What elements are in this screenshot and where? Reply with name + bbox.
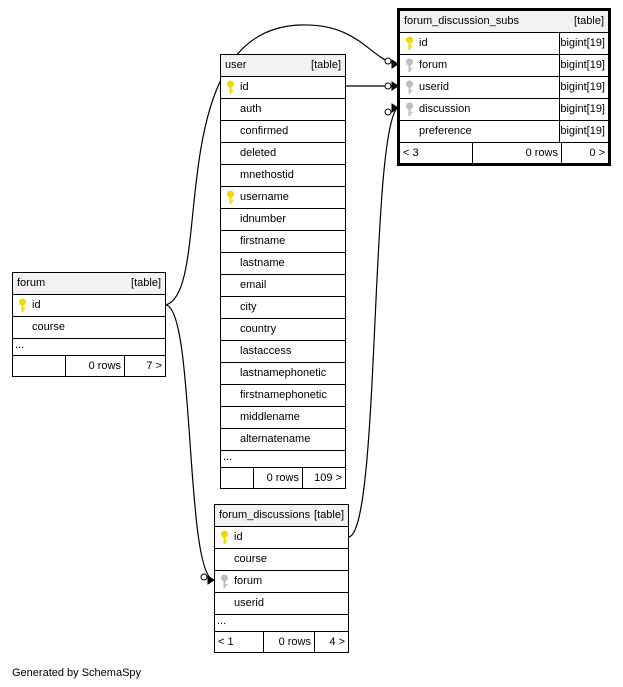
column-row[interactable]: forum — [215, 571, 348, 593]
column-row[interactable]: firstname — [221, 231, 345, 253]
column-row[interactable]: id — [13, 295, 165, 317]
column-row[interactable]: forum bigint[19] — [400, 55, 608, 77]
arrow-head — [207, 575, 215, 585]
link-end-circle — [200, 573, 208, 581]
link-forum-to-discussions-forum — [165, 304, 214, 581]
table-header: forum_discussion_subs [table] — [400, 11, 608, 33]
table-forum[interactable]: forum [table] id course ... 0 rows 7 > — [12, 272, 166, 377]
table-footer: 0 rows 109 > — [221, 468, 345, 488]
column-type: bigint[19] — [560, 59, 605, 71]
column-row[interactable]: course — [215, 549, 348, 571]
arrow-head — [391, 103, 399, 113]
table-kind: [table] — [314, 509, 344, 521]
row-count: 0 rows — [278, 636, 311, 648]
link-end-circle — [384, 108, 392, 116]
column-row[interactable]: mnethostid — [221, 165, 345, 187]
column-row[interactable]: discussion bigint[19] — [400, 99, 608, 121]
table-forum-discussions[interactable]: forum_discussions [table] id course foru… — [214, 504, 349, 653]
column-row[interactable]: id — [221, 77, 345, 99]
children-count[interactable]: 109 > — [314, 472, 342, 484]
table-header: forum [table] — [13, 273, 165, 295]
column-row[interactable]: middlename — [221, 407, 345, 429]
column-type: bigint[19] — [560, 103, 605, 115]
row-count: 0 rows — [266, 472, 299, 484]
children-count[interactable]: 7 > — [146, 360, 162, 372]
column-type: bigint[19] — [560, 37, 605, 49]
column-row[interactable]: country — [221, 319, 345, 341]
column-row[interactable]: city — [221, 297, 345, 319]
table-name: user — [225, 59, 247, 71]
column-row[interactable]: email — [221, 275, 345, 297]
table-forum-discussion-subs[interactable]: forum_discussion_subs [table] id bigint[… — [397, 8, 611, 166]
table-kind: [table] — [574, 15, 604, 27]
parents-count[interactable]: < 1 — [218, 636, 234, 648]
more-columns-ellipsis: ... — [13, 339, 165, 356]
column-row[interactable]: auth — [221, 99, 345, 121]
table-header: forum_discussions [table] — [215, 505, 348, 527]
table-footer: < 1 0 rows 4 > — [215, 632, 348, 652]
primary-key-icon — [405, 36, 414, 51]
parents-count[interactable]: < 3 — [403, 147, 419, 159]
more-columns-ellipsis: ... — [215, 615, 348, 632]
table-kind: [table] — [131, 277, 161, 289]
column-row[interactable]: lastname — [221, 253, 345, 275]
table-name: forum_discussions — [219, 509, 311, 521]
link-end-circle — [384, 82, 392, 90]
column-type: bigint[19] — [560, 125, 605, 137]
column-row[interactable]: preference bigint[19] — [400, 121, 608, 143]
column-row[interactable]: userid bigint[19] — [400, 77, 608, 99]
children-count[interactable]: 4 > — [329, 636, 345, 648]
link-discussions-to-subs-discussion — [348, 107, 398, 538]
arrow-head — [391, 59, 399, 69]
table-name: forum_discussion_subs — [404, 15, 519, 27]
link-end-circle — [384, 57, 392, 65]
column-row[interactable]: lastnamephonetic — [221, 363, 345, 385]
row-count: 0 rows — [88, 360, 121, 372]
column-row[interactable]: firstnamephonetic — [221, 385, 345, 407]
column-row[interactable]: course — [13, 317, 165, 339]
table-kind: [table] — [311, 59, 341, 71]
foreign-key-icon — [405, 102, 414, 117]
primary-key-icon — [18, 298, 27, 313]
more-columns-ellipsis: ... — [221, 451, 345, 468]
column-row[interactable]: id bigint[19] — [400, 33, 608, 55]
column-row[interactable]: username — [221, 187, 345, 209]
column-row[interactable]: id — [215, 527, 348, 549]
generator-credit: Generated by SchemaSpy — [12, 667, 142, 679]
primary-key-icon — [220, 530, 229, 545]
primary-key-icon — [226, 190, 235, 205]
foreign-key-icon — [405, 80, 414, 95]
children-count[interactable]: 0 > — [589, 147, 605, 159]
foreign-key-icon — [405, 58, 414, 73]
table-footer: < 3 0 rows 0 > — [400, 143, 608, 163]
link-forum-to-subs-forum — [165, 24, 398, 306]
column-row[interactable]: userid — [215, 593, 348, 615]
column-row[interactable]: lastaccess — [221, 341, 345, 363]
row-count: 0 rows — [525, 147, 558, 159]
arrow-head — [391, 81, 399, 91]
table-header: user [table] — [221, 55, 345, 77]
table-footer: 0 rows 7 > — [13, 356, 165, 376]
column-row[interactable]: alternatename — [221, 429, 345, 451]
column-row[interactable]: confirmed — [221, 121, 345, 143]
table-name: forum — [17, 277, 46, 289]
primary-key-icon — [226, 80, 235, 95]
column-row[interactable]: idnumber — [221, 209, 345, 231]
column-row[interactable]: deleted — [221, 143, 345, 165]
column-type: bigint[19] — [560, 81, 605, 93]
foreign-key-icon — [220, 574, 229, 589]
